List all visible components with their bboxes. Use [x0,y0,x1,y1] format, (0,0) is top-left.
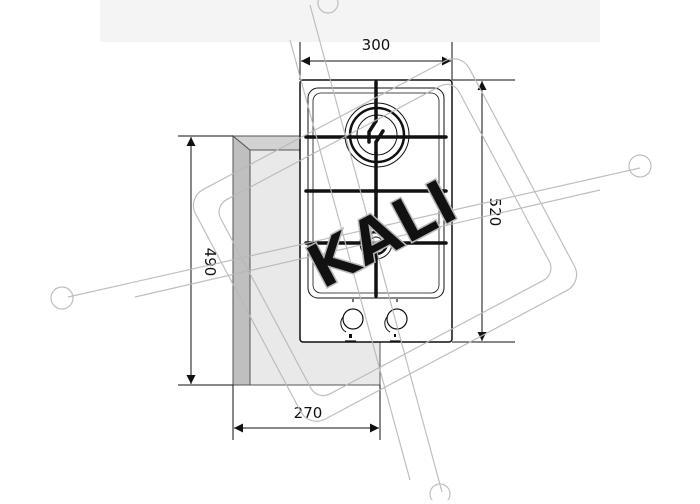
control-knob-right[interactable] [384,299,408,342]
control-knob-left[interactable] [340,299,364,342]
cabinet-side [232,134,251,386]
pan-support-grate [304,80,448,298]
dimension-hob-depth [452,79,515,343]
hob [299,79,453,343]
dimension-hob-width [299,42,453,80]
cabinet [231,134,381,386]
dimension-cutout-depth [178,135,233,386]
dimension-cutout-width [232,385,381,440]
dimension-hob-width-label: 300 [362,36,391,54]
dimension-cutout-width-label: 270 [294,404,323,422]
large-burner [344,102,410,168]
dimension-hob-depth-label: 520 [486,198,504,227]
dimension-cutout-depth-label: 490 [201,248,219,277]
watermark [50,0,652,504]
top-band [100,0,600,42]
